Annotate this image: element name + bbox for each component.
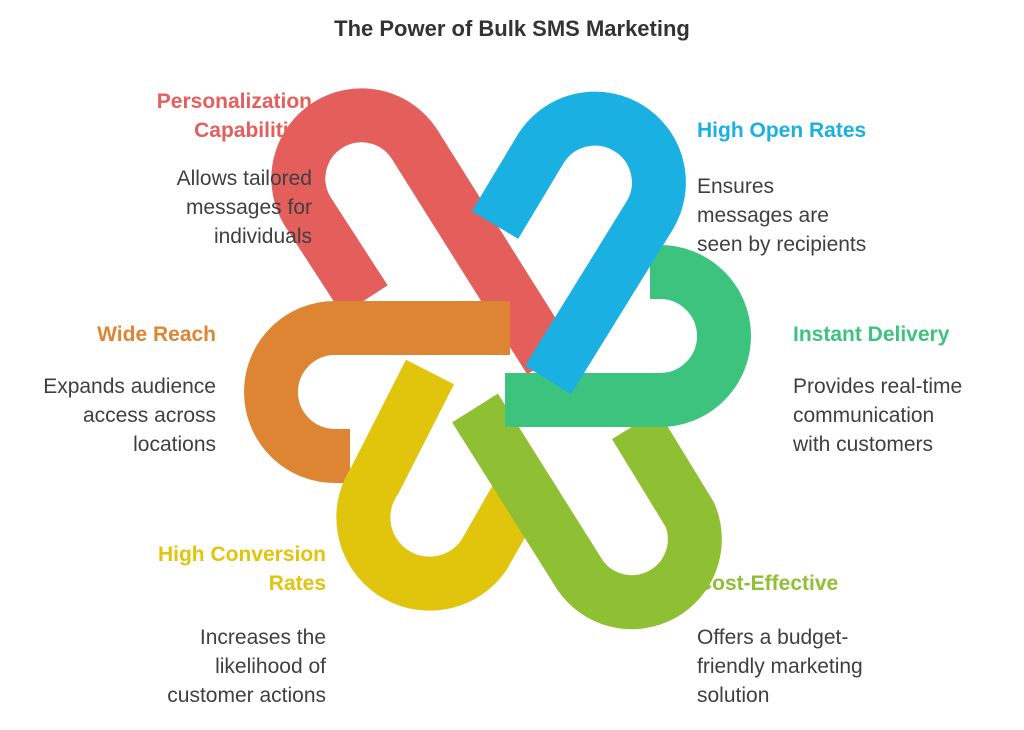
blue-loop-icon — [471, 91, 686, 395]
item-heading: High Open Rates — [697, 119, 867, 142]
item-heading: Personalization Capabilities — [156, 90, 312, 142]
red-loop-icon — [271, 88, 573, 375]
item-description: Offers a budget- friendly marketing solu… — [697, 626, 863, 707]
item-description: Allows tailored messages for individuals — [176, 167, 312, 248]
yellow-loop-icon — [336, 359, 549, 611]
item-wide-reach: Wide Reach Expands audience access acros… — [0, 320, 216, 459]
item-heading: Wide Reach — [97, 323, 216, 346]
item-high-conversion-rates: High Conversion Rates Increases the like… — [26, 540, 326, 710]
orange-loop-icon — [244, 301, 510, 483]
item-description: Increases the likelihood of customer act… — [167, 626, 326, 707]
item-heading: High Conversion Rates — [157, 543, 326, 595]
item-description: Provides real-time communication with cu… — [793, 375, 963, 456]
green-loop-icon — [505, 245, 751, 427]
item-heading: Cost-Effective — [697, 572, 839, 595]
item-high-open-rates: High Open Rates Ensures messages are see… — [697, 116, 997, 259]
item-instant-delivery: Instant Delivery Provides real-time comm… — [793, 320, 1018, 459]
diagram-title: The Power of Bulk SMS Marketing — [334, 16, 690, 41]
item-cost-effective: Cost-Effective Offers a budget- friendly… — [697, 569, 997, 710]
item-description: Expands audience access across locations — [43, 375, 216, 456]
item-personalization: Personalization Capabilities Allows tail… — [12, 87, 312, 251]
item-description: Ensures messages are seen by recipients — [697, 175, 867, 256]
item-heading: Instant Delivery — [793, 323, 950, 346]
lime-loop-icon — [452, 393, 722, 630]
